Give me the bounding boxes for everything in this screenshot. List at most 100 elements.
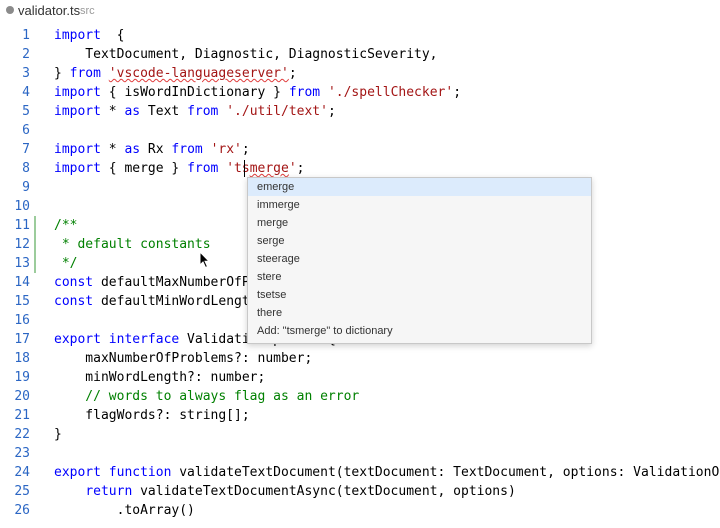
line-number: 17 — [14, 332, 30, 347]
code-token: return — [85, 484, 133, 499]
code-line[interactable]: 6 — [0, 121, 720, 140]
code-line[interactable]: 18 maxNumberOfProblems?: number; — [0, 349, 720, 368]
code-line[interactable]: 23 — [0, 444, 720, 463]
code-token: defaultMinWordLength — [93, 294, 258, 309]
line-number: 23 — [14, 446, 30, 461]
line-number: 3 — [22, 66, 30, 81]
line-number: 6 — [22, 123, 30, 138]
code-token: import — [54, 161, 101, 176]
gutter-change-marker — [34, 216, 36, 273]
code-line[interactable]: 3} from 'vscode-languageserver'; — [0, 64, 720, 83]
suggestion-item[interactable]: tsetse — [257, 289, 287, 301]
code-line[interactable]: 22} — [0, 425, 720, 444]
code-token: const — [54, 275, 94, 290]
suggestion-widget[interactable]: emerge immerge merge serge steerage stere tset… — [247, 177, 592, 344]
code-token: from — [171, 142, 203, 157]
code-line[interactable]: 2 TextDocument, Diagnostic, DiagnosticSe… — [0, 45, 720, 64]
code-text: import { merge } from 'tsmerge'; — [54, 159, 304, 178]
code-line[interactable]: 11/** — [0, 216, 720, 235]
code-token: from — [187, 161, 219, 176]
suggestion-item[interactable]: stere — [257, 271, 282, 283]
line-number: 2 — [22, 47, 30, 62]
code-token: defaultMaxNumberOfPr — [93, 275, 258, 290]
code-line[interactable]: 20 // words to always flag as an error — [0, 387, 720, 406]
line-number: 10 — [14, 199, 30, 214]
code-line[interactable]: 16 — [0, 311, 720, 330]
suggestion-item[interactable]: merge — [257, 217, 289, 229]
code-token — [320, 85, 328, 100]
line-number: 1 — [22, 28, 30, 43]
code-token — [54, 484, 85, 499]
code-token: // words to always flag as an error — [54, 389, 360, 404]
line-number: 9 — [22, 180, 30, 195]
code-token: merge — [249, 161, 289, 176]
code-token: from — [69, 66, 101, 81]
code-line[interactable]: 10 — [0, 197, 720, 216]
editor-tab[interactable]: validator.ts src — [0, 0, 720, 22]
code-token: Text — [140, 104, 188, 119]
code-token: './spellChecker' — [327, 85, 454, 100]
code-text: TextDocument, Diagnostic, DiagnosticSeve… — [54, 45, 437, 64]
suggestion-item[interactable]: immerge — [257, 199, 300, 211]
code-token: ' — [288, 161, 297, 176]
code-text: return validateTextDocumentAsync(textDoc… — [54, 482, 515, 501]
code-token: flagWords?: string[]; — [54, 408, 250, 423]
code-line[interactable]: 26 .toArray() — [0, 501, 720, 520]
line-number: 8 — [22, 161, 30, 176]
text-cursor — [244, 160, 245, 177]
code-line[interactable]: 4 import { isWordInDictionary } from './s… — [0, 83, 720, 102]
line-number: 18 — [14, 351, 30, 366]
code-token: maxNumberOfProblems?: number; — [54, 351, 313, 366]
code-token: from — [288, 85, 321, 100]
suggestion-item[interactable]: steerage — [257, 253, 300, 265]
code-token: minWordLength?: number; — [54, 370, 266, 385]
code-token: import — [54, 85, 101, 100]
code-text: import { isWordInDictionary } from './sp… — [54, 83, 461, 102]
tab-file-dir: src — [80, 5, 95, 17]
code-line[interactable]: 13 */ — [0, 254, 720, 273]
line-number: 21 — [14, 408, 30, 423]
code-token: import — [54, 142, 101, 157]
code-line[interactable]: 9 — [0, 178, 720, 197]
code-token: { — [100, 28, 125, 43]
line-number: 4 — [22, 85, 30, 100]
code-token: from — [187, 104, 219, 119]
code-text: } — [54, 425, 62, 444]
line-number: 26 — [14, 503, 30, 518]
code-line[interactable]: 5 import * as Text from './util/text'; — [0, 102, 720, 121]
code-line[interactable]: 14 const defaultMaxNumberOfPr — [0, 273, 720, 292]
line-number: 5 — [22, 104, 30, 119]
code-token: * — [100, 104, 125, 119]
code-line[interactable]: 19 minWordLength?: number; — [0, 368, 720, 387]
code-token — [101, 66, 109, 81]
code-token: Rx — [140, 142, 172, 157]
suggestion-item[interactable]: there — [257, 307, 283, 319]
code-token: { merge } — [100, 161, 188, 176]
code-line[interactable]: 21 flagWords?: string[]; — [0, 406, 720, 425]
code-token — [203, 142, 211, 157]
line-number: 12 — [14, 237, 30, 252]
suggestion-item[interactable]: serge — [257, 235, 285, 247]
code-token: './util/text' — [226, 104, 328, 119]
code-line[interactable]: 12 * default constants — [0, 235, 720, 254]
line-number: 14 — [14, 275, 30, 290]
suggestion-item[interactable]: emerge — [248, 178, 591, 196]
code-token: const — [54, 294, 94, 309]
code-text: */ — [54, 254, 78, 273]
code-text: const defaultMinWordLength — [54, 292, 258, 311]
code-token: ; — [288, 66, 297, 81]
code-token: import — [54, 104, 101, 119]
suggestion-item[interactable]: Add: "tsmerge" to dictionary — [257, 325, 393, 337]
line-number: 20 — [14, 389, 30, 404]
code-text: import * as Text from './util/text'; — [54, 102, 336, 121]
line-number: 13 — [14, 256, 30, 271]
code-line[interactable]: 8 import { merge } from 'tsmerge'; — [0, 159, 720, 178]
code-token: * default constants — [54, 237, 211, 252]
code-line[interactable]: 25 return validateTextDocumentAsync(text… — [0, 482, 720, 501]
line-number: 16 — [14, 313, 30, 328]
